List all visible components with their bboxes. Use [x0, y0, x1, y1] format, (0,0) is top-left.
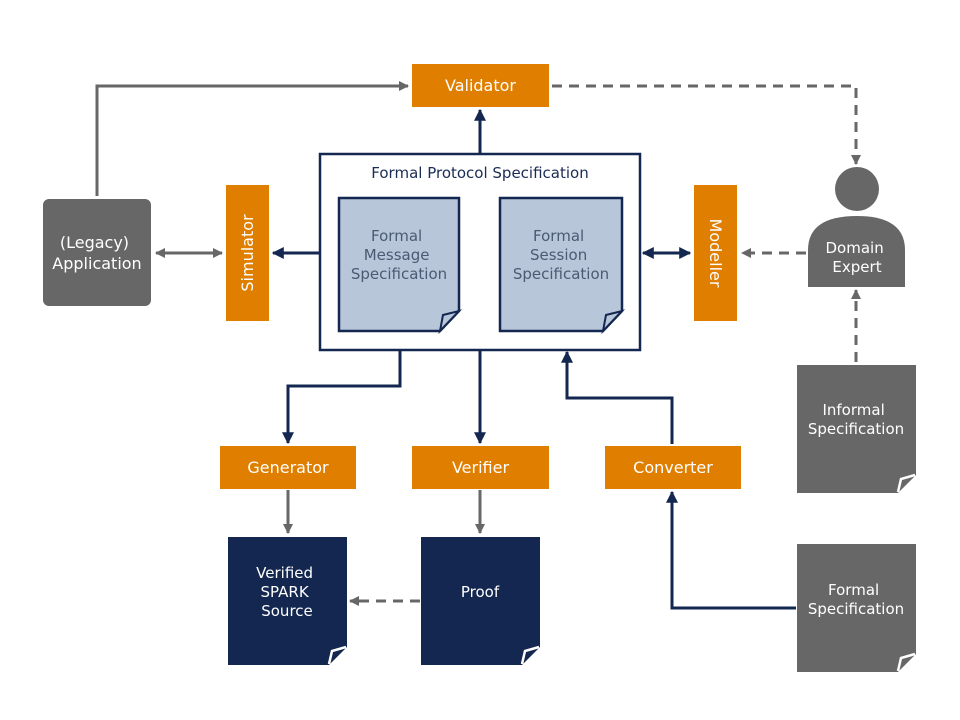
modeller-label: Modeller [706, 219, 725, 288]
person-icon [808, 167, 905, 287]
formal-message-specification-label: Formal Message Specification [351, 227, 447, 283]
validator-box: Validator [412, 64, 549, 107]
edge-validator-to-domain-expert [552, 84, 861, 165]
converter-box: Converter [605, 446, 741, 489]
simulator-label: Simulator [238, 214, 257, 292]
document-icon [601, 309, 626, 335]
edge-converter-to-protocol [561, 350, 674, 444]
document-icon [327, 645, 347, 665]
document-icon [520, 645, 540, 665]
legacy-application-box: (Legacy) Application [43, 199, 151, 306]
generator-label: Generator [247, 458, 329, 477]
proof-label: Proof [461, 583, 500, 601]
informal-specification-document: Informal Specification [797, 365, 916, 493]
simulator-box: Simulator [226, 185, 269, 321]
validator-label: Validator [445, 76, 516, 95]
generator-box: Generator [220, 446, 356, 489]
edge-formal-to-converter [666, 490, 796, 610]
formal-specification-label: Formal Specification [808, 581, 904, 618]
legacy-application-label: (Legacy) Application [52, 233, 141, 273]
informal-specification-label: Informal Specification [808, 401, 904, 438]
formal-session-specification-label: Formal Session Specification [513, 227, 609, 283]
verifier-box: Verifier [412, 446, 549, 489]
edge-application-to-validator [95, 81, 409, 196]
document-icon [896, 652, 916, 672]
verifier-label: Verifier [452, 458, 509, 477]
domain-expert: Domain Expert [808, 167, 905, 287]
converter-label: Converter [633, 458, 713, 477]
formal-session-specification-document: Formal Session Specification [498, 196, 626, 335]
proof-document: Proof [421, 537, 540, 665]
document-icon [896, 473, 916, 493]
verified-spark-source-label: Verified SPARK Source [256, 564, 318, 620]
edge-protocol-to-generator [282, 350, 402, 445]
verified-spark-source-document: Verified SPARK Source [228, 537, 347, 665]
domain-expert-label: Domain Expert [826, 239, 889, 276]
formal-protocol-specification-title: Formal Protocol Specification [371, 164, 588, 182]
formal-message-specification-document: Formal Message Specification [337, 196, 463, 335]
document-icon [438, 309, 463, 335]
modeller-box: Modeller [694, 185, 737, 321]
formal-specification-document: Formal Specification [797, 544, 916, 672]
